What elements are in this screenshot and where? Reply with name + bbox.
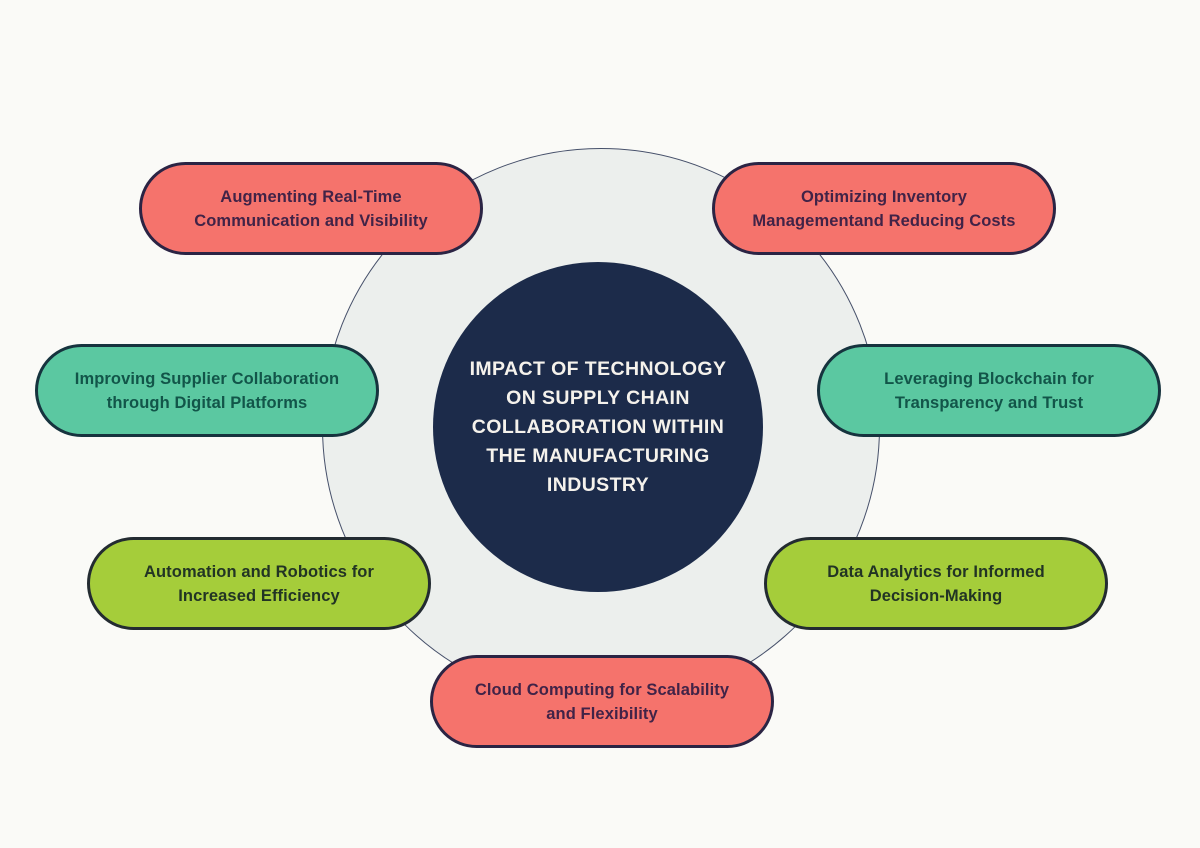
node-optimizing-inventory-management: Optimizing Inventory Managementand Reduc… bbox=[712, 162, 1056, 255]
node-label-line: Communication and Visibility bbox=[194, 211, 428, 230]
node-cloud-computing: Cloud Computing for Scalability and Flex… bbox=[430, 655, 774, 748]
node-data-analytics: Data Analytics for Informed Decision-Mak… bbox=[764, 537, 1108, 630]
node-label-line: and Flexibility bbox=[546, 704, 658, 723]
central-topic-line: THE MANUFACTURING bbox=[486, 444, 710, 467]
node-label-line: Leveraging Blockchain for bbox=[884, 369, 1094, 388]
node-label-line: Transparency and Trust bbox=[894, 393, 1084, 412]
node-label-line: Optimizing Inventory bbox=[800, 187, 968, 206]
node-label-line: Managementand Reducing Costs bbox=[752, 211, 1016, 230]
central-topic-line: INDUSTRY bbox=[546, 473, 650, 496]
node-automation-and-robotics: Automation and Robotics for Increased Ef… bbox=[87, 537, 431, 630]
node-augmenting-real-time-communication: Augmenting Real-Time Communication and V… bbox=[139, 162, 483, 255]
node-label-line: Augmenting Real-Time bbox=[220, 187, 402, 206]
node-label-line: through Digital Platforms bbox=[106, 393, 308, 412]
node-label-line: Improving Supplier Collaboration bbox=[74, 369, 340, 388]
node-label-line: Data Analytics for Informed bbox=[827, 562, 1045, 581]
node-label-line: Increased Efficiency bbox=[178, 586, 340, 605]
central-topic-line: ON SUPPLY CHAIN bbox=[506, 386, 690, 409]
node-improving-supplier-collaboration: Improving Supplier Collaboration through… bbox=[35, 344, 379, 437]
central-topic-line: IMPACT OF TECHNOLOGY bbox=[469, 357, 727, 380]
node-label-line: Cloud Computing for Scalability bbox=[474, 680, 730, 699]
node-label-line: Decision-Making bbox=[869, 586, 1003, 605]
node-leveraging-blockchain: Leveraging Blockchain for Transparency a… bbox=[817, 344, 1161, 437]
central-topic-circle: IMPACT OF TECHNOLOGY ON SUPPLY CHAIN COL… bbox=[433, 262, 763, 592]
node-label-line: Automation and Robotics for bbox=[143, 562, 375, 581]
central-topic-line: COLLABORATION WITHIN bbox=[471, 415, 725, 438]
